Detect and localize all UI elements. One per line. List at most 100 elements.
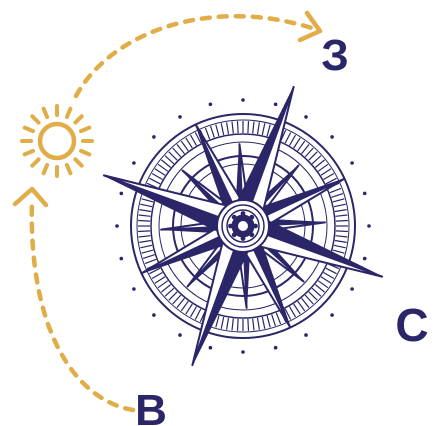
compass-tick xyxy=(139,236,151,237)
compass-dot xyxy=(178,115,182,119)
compass-tick xyxy=(312,288,321,296)
compass-dot xyxy=(304,115,308,119)
compass-dot xyxy=(152,135,156,139)
compass-tick xyxy=(191,307,197,317)
compass-tick xyxy=(258,318,260,330)
compass-tick xyxy=(227,318,229,330)
compass-tick xyxy=(262,317,265,329)
compass-tick xyxy=(158,164,168,171)
compass-dot xyxy=(209,103,213,107)
compass-tick xyxy=(253,122,254,134)
dashed-arc-arrow-top xyxy=(76,13,320,96)
compass-tick xyxy=(302,144,310,153)
compass-tick xyxy=(145,259,156,263)
compass-tick xyxy=(173,148,181,157)
compass-tick xyxy=(305,295,313,304)
compass-tick xyxy=(221,317,224,329)
compass-tick xyxy=(253,319,254,331)
compass-tick xyxy=(152,174,162,180)
compass-tick xyxy=(321,169,331,176)
compass-dot xyxy=(241,98,245,102)
compass-dot xyxy=(120,257,124,261)
compass-tick xyxy=(285,132,291,143)
compass-tick xyxy=(298,141,305,151)
compass-tick xyxy=(169,292,177,300)
compass-tick xyxy=(161,160,170,168)
label-southeast: С xyxy=(395,299,428,351)
compass-tick xyxy=(140,245,152,248)
compass-tick xyxy=(177,144,185,153)
compass-tick xyxy=(309,292,317,300)
compass-tick xyxy=(318,281,328,288)
compass-center-hub xyxy=(217,200,269,252)
compass-tick xyxy=(149,178,160,184)
compass-tick xyxy=(315,285,324,293)
compass-tick xyxy=(195,309,201,320)
compass-tick xyxy=(302,298,310,307)
compass-tick xyxy=(258,122,260,134)
compass-tick xyxy=(165,288,174,296)
compass-tick xyxy=(186,304,193,314)
compass-tick xyxy=(305,148,313,157)
compass-tick xyxy=(294,138,301,148)
compass-tick xyxy=(267,316,270,328)
compass-tick xyxy=(227,122,229,134)
compass-tick xyxy=(330,188,341,192)
compass-tick xyxy=(216,125,219,137)
compass-dot xyxy=(241,350,245,354)
compass-tick xyxy=(290,135,296,145)
compass-tick xyxy=(238,319,239,331)
compass-tick xyxy=(248,319,249,331)
compass-tick xyxy=(324,273,334,279)
compass-tick xyxy=(336,231,348,232)
dashed-arc-arrow-left xyxy=(15,189,133,410)
compass-tick xyxy=(142,250,154,253)
compass-tick xyxy=(232,319,233,331)
label-east: З xyxy=(321,31,349,80)
compass-tick xyxy=(211,126,215,138)
compass-tick xyxy=(181,141,188,151)
compass-dot xyxy=(304,333,308,337)
compass-tick xyxy=(165,156,174,164)
compass-tick xyxy=(272,314,276,326)
compass-tick xyxy=(312,156,321,164)
compass-tick xyxy=(336,215,348,216)
compass-tick xyxy=(334,245,346,248)
compass-tick xyxy=(336,221,348,222)
compass-tick xyxy=(294,304,301,314)
arrowhead-icon xyxy=(15,189,46,205)
compass-rose-icon xyxy=(104,87,382,365)
compass-tick xyxy=(298,301,305,311)
label-south: В xyxy=(135,386,167,426)
compass-tick xyxy=(138,221,150,222)
compass-tick xyxy=(238,121,239,133)
compass-tick xyxy=(232,122,233,134)
compass-tick xyxy=(333,199,345,202)
compass-tick xyxy=(161,285,170,293)
compass-tick xyxy=(143,255,155,259)
compass-tick xyxy=(324,174,334,180)
compass-tick xyxy=(140,204,152,207)
compass-tick xyxy=(152,273,162,279)
compass-tick xyxy=(173,295,181,304)
compass-dot xyxy=(367,224,371,228)
compass-dot xyxy=(350,161,354,165)
compass-tick xyxy=(335,210,347,212)
compass-dot xyxy=(115,224,119,228)
compass-dot xyxy=(350,287,354,291)
compass-tick xyxy=(262,123,265,135)
compass-dot xyxy=(330,313,334,317)
compass-tick xyxy=(276,313,280,324)
compass-tick xyxy=(318,164,328,171)
compass-dot xyxy=(152,313,156,317)
compass-tick xyxy=(205,128,209,139)
compass-tick xyxy=(321,277,331,284)
compass-tick xyxy=(155,277,165,284)
compass-dot xyxy=(274,103,278,107)
compass-dot xyxy=(363,192,367,196)
compass-tick xyxy=(335,241,347,243)
compass-dot xyxy=(209,346,213,350)
compass-tick xyxy=(334,204,346,207)
compass-dot xyxy=(363,257,367,261)
compass-tick xyxy=(155,169,165,176)
